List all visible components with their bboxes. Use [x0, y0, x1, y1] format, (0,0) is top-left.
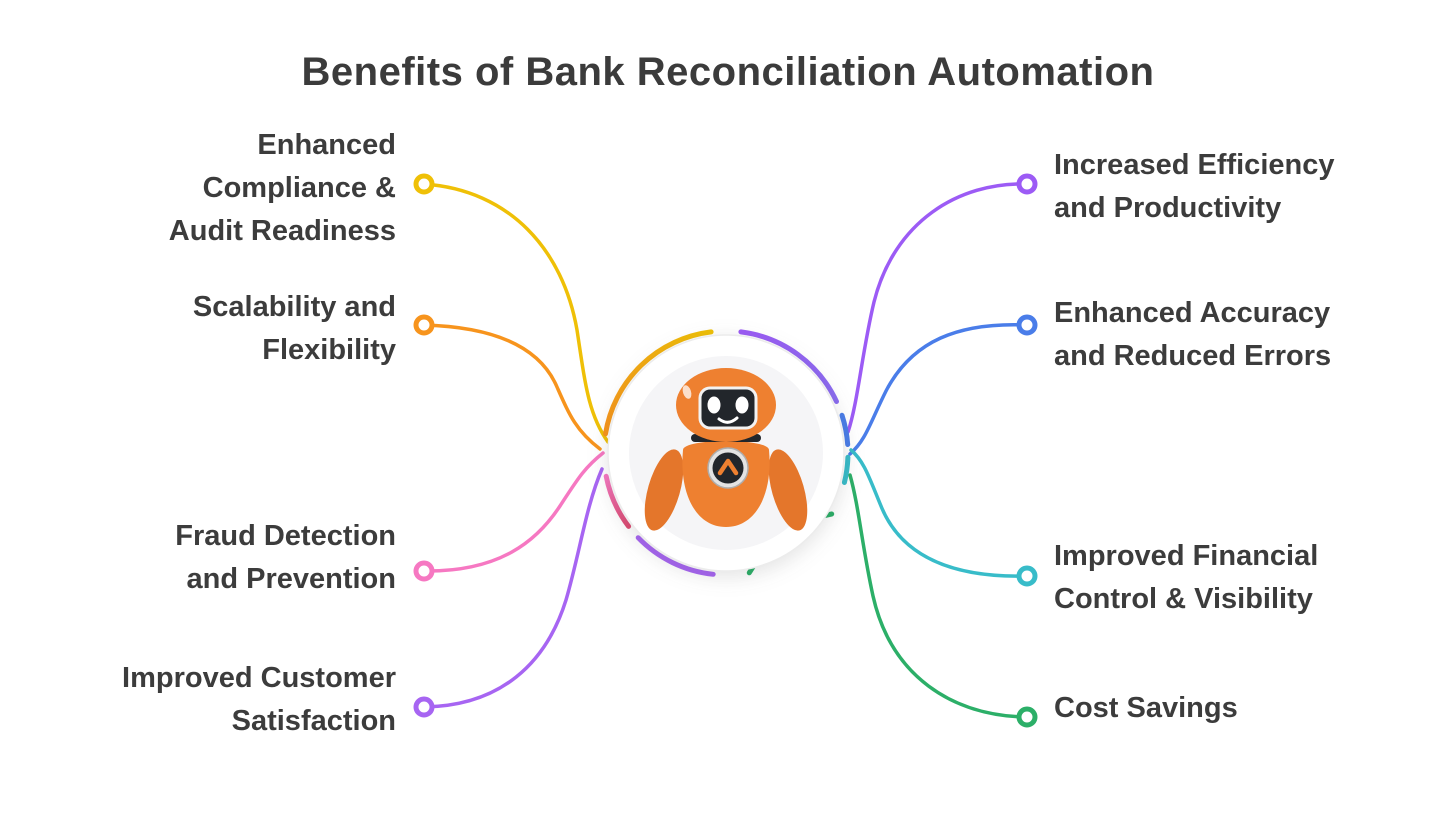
connector-dot-efficiency	[1016, 173, 1038, 195]
connector-line-cost-savings	[848, 473, 1029, 719]
robot-right-eye	[735, 396, 749, 414]
connector-dot-cost-savings	[1016, 706, 1038, 728]
ring-arc-teal	[841, 454, 851, 485]
connector-line-scalability	[422, 323, 602, 451]
page-title: Benefits of Bank Reconciliation Automati…	[301, 50, 1155, 94]
connector-line-fraud-detection	[422, 451, 605, 573]
robot-head-highlight	[682, 385, 692, 399]
robot-smile	[717, 416, 739, 424]
connector-line-accuracy	[848, 322, 1029, 456]
robot-left-arm	[644, 449, 684, 531]
connector-dot-accuracy	[1016, 314, 1038, 336]
chevron-up-icon	[717, 458, 739, 476]
robot-left-eye	[707, 396, 721, 414]
connector-dot-customer-satisfaction	[413, 696, 435, 718]
connector-dot-fraud-detection	[413, 560, 435, 582]
ring-arc-rose	[603, 473, 632, 529]
connector-line-efficiency	[846, 182, 1029, 434]
ring-arc-blue	[839, 412, 851, 447]
connector-line-enhanced-compliance	[422, 182, 610, 444]
ring-arc-purple	[738, 329, 839, 404]
connector-dot-scalability	[413, 314, 435, 336]
robot-right-arm	[768, 449, 808, 531]
connector-line-customer-satisfaction	[422, 467, 604, 709]
benefit-label-cost-savings: Cost Savings	[1054, 692, 1238, 724]
ring-arc-gold-orange	[603, 329, 714, 437]
ring-arc-violet	[635, 535, 716, 577]
robot-mascot	[644, 368, 808, 531]
connector-dot-financial-control	[1016, 565, 1038, 587]
connector-line-financial-control	[849, 448, 1029, 578]
connector-dot-enhanced-compliance	[413, 173, 435, 195]
robot-badge-core	[712, 452, 744, 484]
